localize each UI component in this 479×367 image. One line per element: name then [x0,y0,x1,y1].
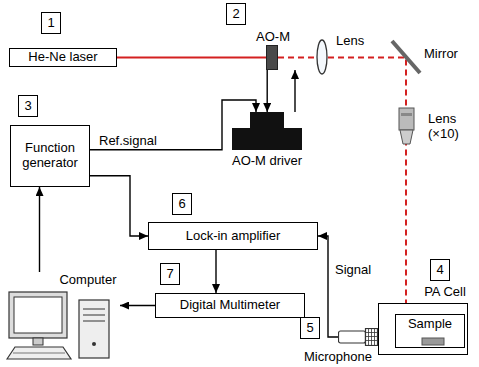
node-label: Microphone [298,349,378,364]
laser-box: He-Ne laser [9,48,117,67]
callout-number: 7 [160,263,180,285]
microphone-node: Microphone [338,328,378,346]
computer-node: Computer [5,272,120,362]
part-label: Lens [336,34,364,49]
callout-number: 5 [300,317,320,339]
node-label: He-Ne laser [28,50,97,65]
edge-label: Signal [334,262,372,277]
signal-wire [215,250,216,293]
signal-wire [294,70,295,112]
function-generator-box: Function generator [10,125,90,187]
microphone-illustration [338,328,378,346]
signal-wire [267,70,268,112]
callout-number: 1 [41,12,61,34]
signal-wire [90,100,256,150]
part-label: Mirror [424,47,458,62]
signal-wire [318,236,338,337]
node-label: AO-M [243,29,303,44]
modulator-block: AO-M [266,45,278,70]
node-label: Function generator [15,141,85,171]
signal-wire [90,176,148,236]
laser-beam [278,58,406,315]
sample-piece [396,336,456,346]
edge-label: Ref.signal [98,133,158,148]
node-label: PA Cell [419,284,471,299]
callout-number: 3 [18,95,38,117]
mirror-symbol [392,41,420,73]
callout-number: 6 [172,193,192,215]
signal-wire [39,187,40,272]
driver-illustration [232,112,302,150]
node-label: Lock-in amplifier [186,229,281,244]
laser-beam [117,57,266,59]
node-label: AO-M driver [222,153,312,168]
driver-unit: AO-M driver [232,112,302,150]
node-label: Digital Multimeter [180,298,280,313]
sample-box: Sample [395,314,465,348]
signal-wire [120,305,155,306]
objective-lens [399,108,414,144]
node-label: Computer [57,272,119,287]
lock-in-box: Lock-in amplifier [148,222,318,250]
lens-symbol [317,40,327,74]
node-label: Sample [396,317,464,332]
part-label: Lens (×10) [428,112,472,142]
callout-number: 4 [430,259,450,281]
callout-number: 2 [226,3,246,25]
pa-cell: PA CellSample [378,303,468,355]
multimeter-box: Digital Multimeter [155,293,305,318]
